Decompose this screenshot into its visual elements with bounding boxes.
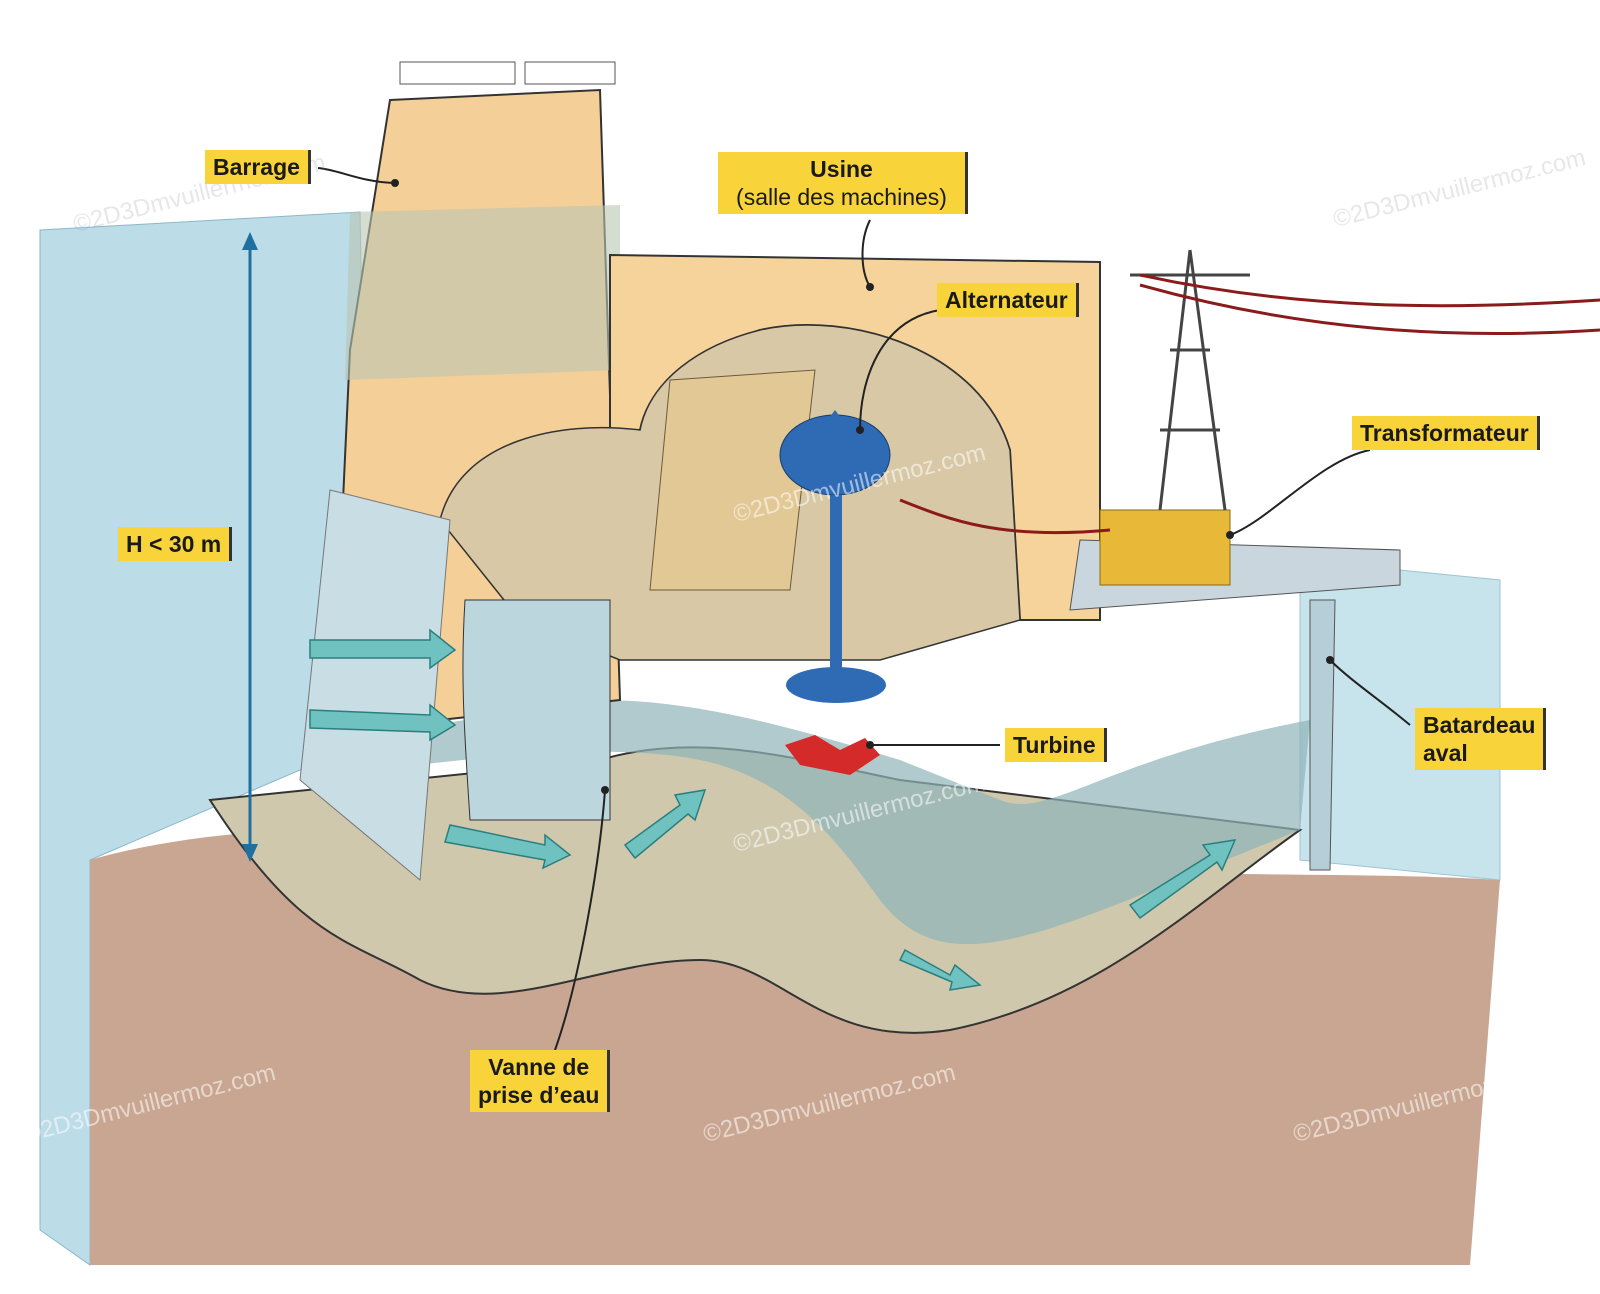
label-usine-subtitle: (salle des machines): [736, 184, 947, 210]
power-lines: [899, 273, 1600, 535]
label-transformateur: Transformateur: [1352, 416, 1540, 450]
label-batardeau-line1: Batardeau: [1423, 712, 1536, 738]
intake-gate: [462, 599, 611, 821]
label-alternateur: Alternateur: [937, 283, 1079, 317]
label-vanne-line1: Vanne de: [488, 1054, 590, 1080]
pylon: [1130, 249, 1250, 511]
batardeau: [1309, 599, 1336, 871]
label-barrage: Barrage: [205, 150, 311, 184]
label-batardeau-line2: aval: [1423, 740, 1468, 766]
label-batardeau: Batardeau aval: [1415, 708, 1547, 770]
label-hauteur: H < 30 m: [118, 527, 233, 561]
label-turbine: Turbine: [1005, 728, 1107, 762]
flow-arrows: [309, 628, 1237, 991]
label-usine-title: Usine: [810, 156, 873, 182]
trash-rack: [299, 489, 451, 881]
label-vanne-line2: prise d’eau: [478, 1082, 600, 1108]
shaft: [830, 495, 842, 675]
transformer: [1099, 509, 1231, 586]
label-usine: Usine (salle des machines): [718, 152, 968, 214]
label-vanne: Vanne de prise d’eau: [470, 1050, 611, 1112]
leader-lines: [317, 167, 1411, 1051]
turbine-runner: [785, 735, 880, 775]
water-channel: [300, 700, 1310, 945]
